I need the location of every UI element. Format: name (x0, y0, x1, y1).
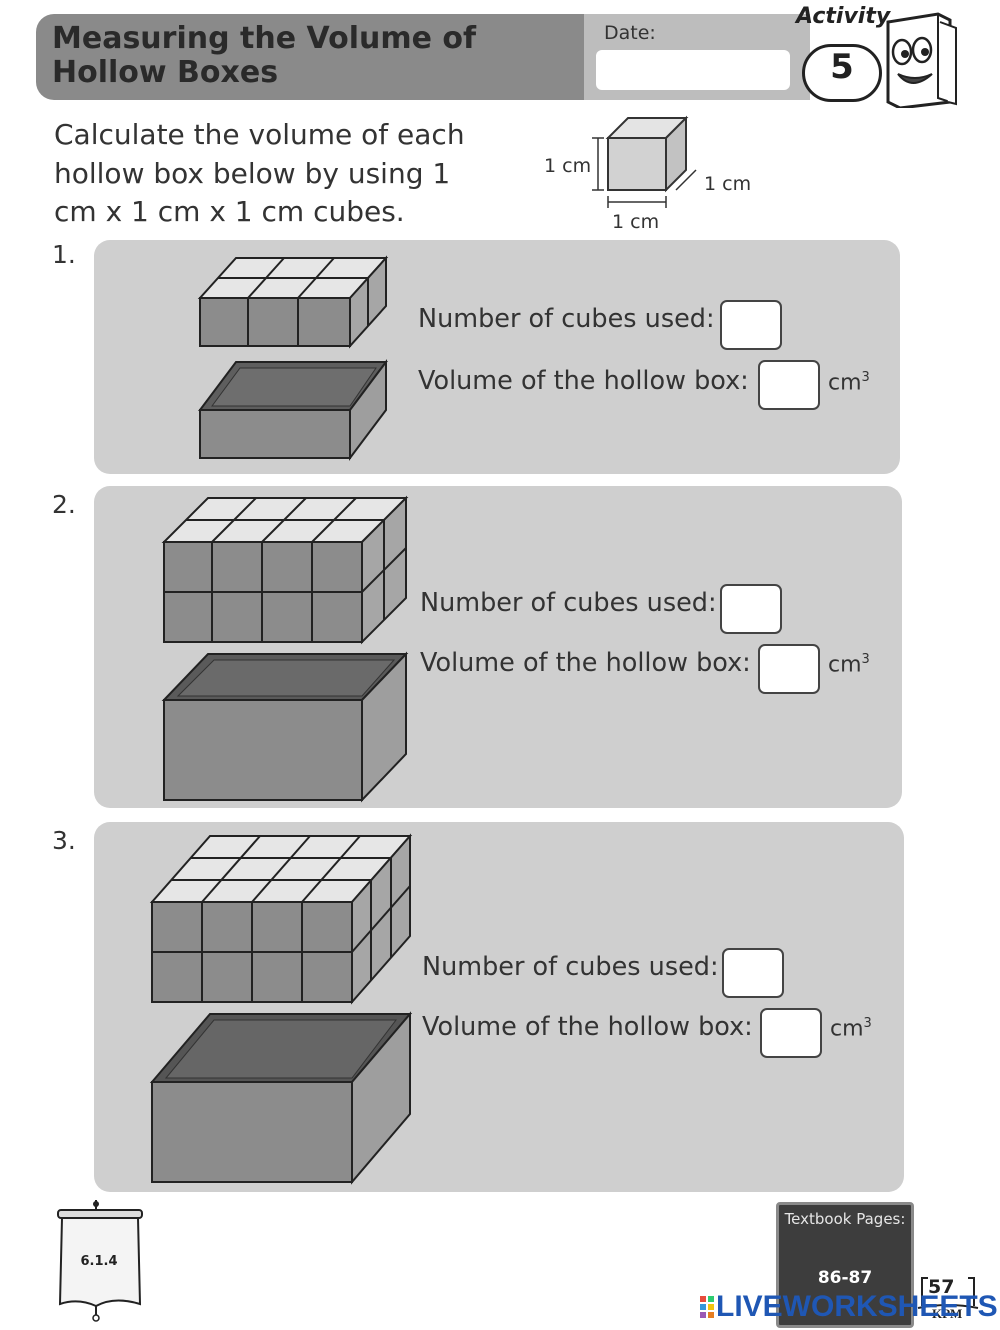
question-number: 1. (52, 240, 76, 269)
publisher-mark: KPM (932, 1306, 963, 1321)
book-mascot-icon (886, 12, 957, 108)
activity-badge (802, 44, 882, 102)
volume-label: Volume of the hollow box: (420, 648, 751, 678)
cube-stack-diagram (149, 833, 413, 1185)
volume-input[interactable] (760, 1008, 822, 1058)
date-label: Date: (604, 22, 656, 44)
watermark-text: LIVEWORKSHEETS (716, 1290, 998, 1323)
date-field[interactable] (596, 50, 790, 90)
cubes-used-input[interactable] (722, 948, 784, 998)
volume-label: Volume of the hollow box: (422, 1012, 753, 1042)
page-title: Measuring the Volume of Hollow Boxes (52, 21, 477, 90)
textbook-label: Textbook Pages: (784, 1210, 906, 1228)
volume-unit: cm3 (830, 1016, 872, 1041)
volume-input[interactable] (758, 360, 820, 410)
activity-number: 5 (830, 47, 854, 87)
instruction-text: Calculate the volume of each hollow box … (54, 118, 465, 228)
volume-input[interactable] (758, 644, 820, 694)
textbook-pages-box (776, 1202, 914, 1328)
cubes-used-input[interactable] (720, 584, 782, 634)
cube-depth-label: 1 cm (704, 173, 751, 195)
page-number: 57 (928, 1276, 955, 1298)
cubes-used-input[interactable] (720, 300, 782, 350)
unit-cube-diagram: 1 cm 1 cm 1 cm (544, 115, 751, 233)
open-book-icon (917, 1277, 979, 1309)
question-number: 3. (52, 826, 76, 855)
liveworksheets-logo-icon (700, 1296, 714, 1318)
hanging-tag-icon (57, 1200, 143, 1322)
cube-width-label: 1 cm (612, 211, 659, 233)
cube-stack-diagram (161, 495, 409, 803)
cube-height-label: 1 cm (544, 155, 591, 177)
unit-exponent: 3 (863, 1016, 872, 1031)
unit-text: cm (828, 652, 862, 678)
cube-stack-diagram (197, 255, 389, 461)
unit-exponent: 3 (861, 370, 870, 385)
title-banner (36, 14, 596, 100)
question-number: 2. (52, 490, 76, 519)
volume-unit: cm3 (828, 370, 870, 395)
unit-text: cm (830, 1016, 864, 1042)
textbook-pages: 86-87 (817, 1268, 873, 1288)
lesson-code: 6.1.4 (80, 1254, 118, 1269)
unit-exponent: 3 (861, 652, 870, 667)
unit-text: cm (828, 370, 862, 396)
volume-unit: cm3 (828, 652, 870, 677)
cubes-used-label: Number of cubes used: (422, 952, 719, 982)
activity-label: Activity (796, 4, 891, 29)
cubes-used-label: Number of cubes used: (420, 588, 717, 618)
volume-label: Volume of the hollow box: (418, 366, 749, 396)
cubes-used-label: Number of cubes used: (418, 304, 715, 334)
